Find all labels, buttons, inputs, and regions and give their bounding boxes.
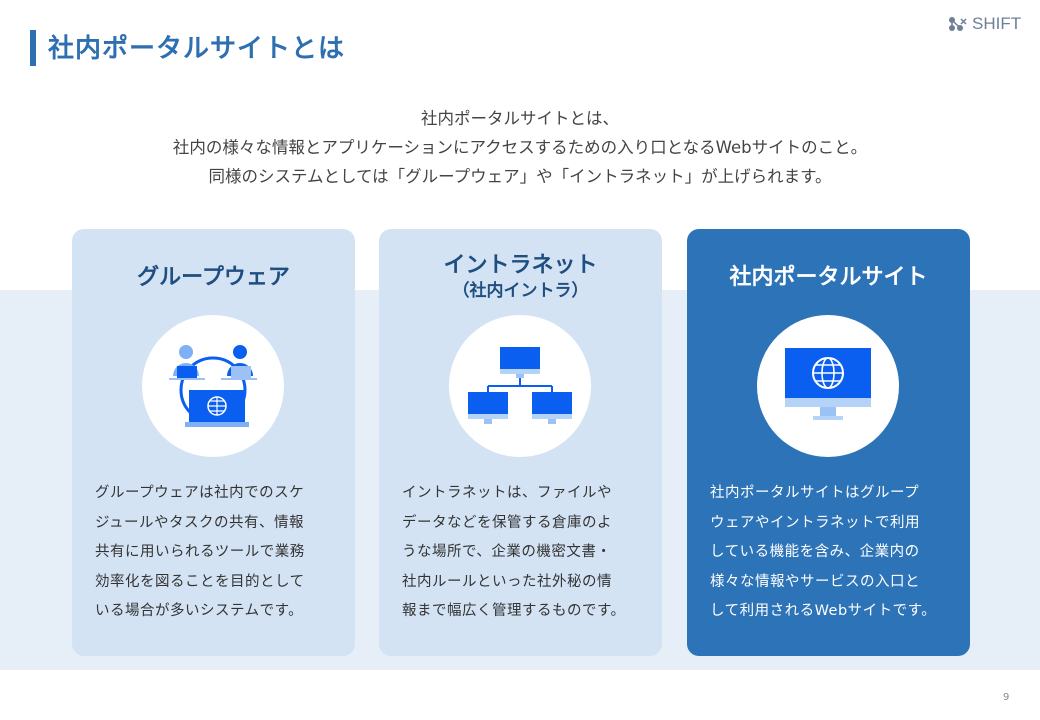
page-number: 9 xyxy=(1003,692,1010,703)
intro-line: 社内ポータルサイトとは、 xyxy=(421,109,619,128)
body-line: している機能を含み、企業内の xyxy=(710,544,920,560)
intro-line: 社内の様々な情報とアプリケーションにアクセスするための入り口となるWebサイトの… xyxy=(172,138,868,157)
body-line: いる場合が多いシステムです。 xyxy=(95,603,304,619)
network-icon xyxy=(449,315,591,457)
card-body: イントラネットは、ファイルや データなどを保管する倉庫のよ うな場所で、企業の機… xyxy=(402,479,647,627)
logo-text: SHIFT xyxy=(972,14,1022,33)
body-line: うな場所で、企業の機密文書・ xyxy=(402,544,612,560)
web-monitor-icon xyxy=(757,315,899,457)
card-intranet: イントラネット （社内イントラ） イントラネットは、ファイルや データなどを保管… xyxy=(379,229,662,656)
groupware-icon xyxy=(142,315,284,457)
card-title: 社内ポータルサイト xyxy=(729,265,928,290)
body-line: グループウェアは社内でのスケ xyxy=(95,485,305,501)
body-line: ウェアやイントラネットで利用 xyxy=(710,514,920,531)
logo: SHIFT xyxy=(948,14,1021,34)
body-line: 社内ルールといった社外秘の情 xyxy=(402,573,612,590)
card-body: グループウェアは社内でのスケ ジュールやタスクの共有、情報 共有に用いられるツー… xyxy=(95,479,340,627)
page-title: 社内ポータルサイトとは xyxy=(48,34,346,64)
body-line: データなどを保管する倉庫のよ xyxy=(402,514,612,531)
body-line: して利用されるWebサイトです。 xyxy=(710,603,937,619)
card-title: イントラネット （社内イントラ） xyxy=(379,253,662,303)
body-line: 効率化を図ることを目的として xyxy=(95,573,305,590)
body-line: 社内ポータルサイトはグループ xyxy=(710,485,920,501)
body-line: 報まで幅広く管理するものです。 xyxy=(402,603,626,619)
body-line: 様々な情報やサービスの入口と xyxy=(710,573,920,590)
card-title-main: イントラネット xyxy=(443,253,598,278)
card-portal-site: 社内ポータルサイト 社内ポータルサイトはグループ ウェアやイントラネットで利用 … xyxy=(687,229,970,656)
body-line: ジュールやタスクの共有、情報 xyxy=(95,514,304,531)
card-body: 社内ポータルサイトはグループ ウェアやイントラネットで利用 している機能を含み、… xyxy=(710,479,955,627)
card-title: グループウェア xyxy=(137,265,290,290)
intro-line: 同様のシステムとしては「グループウェア」や「イントラネット」が上げられます。 xyxy=(208,167,832,186)
card-groupware: グループウェア グループウェアは社内でのスケ ジュールやタスクの共有、情報 共有… xyxy=(72,229,355,656)
card-subtitle: （社内イントラ） xyxy=(452,281,589,301)
body-line: イントラネットは、ファイルや xyxy=(402,485,612,501)
title-accent-bar xyxy=(30,30,36,66)
intro-text: 社内ポータルサイトとは、 社内の様々な情報とアプリケーションにアクセスするための… xyxy=(0,104,1040,191)
body-line: 共有に用いられるツールで業務 xyxy=(95,544,305,560)
logo-icon xyxy=(949,17,967,31)
